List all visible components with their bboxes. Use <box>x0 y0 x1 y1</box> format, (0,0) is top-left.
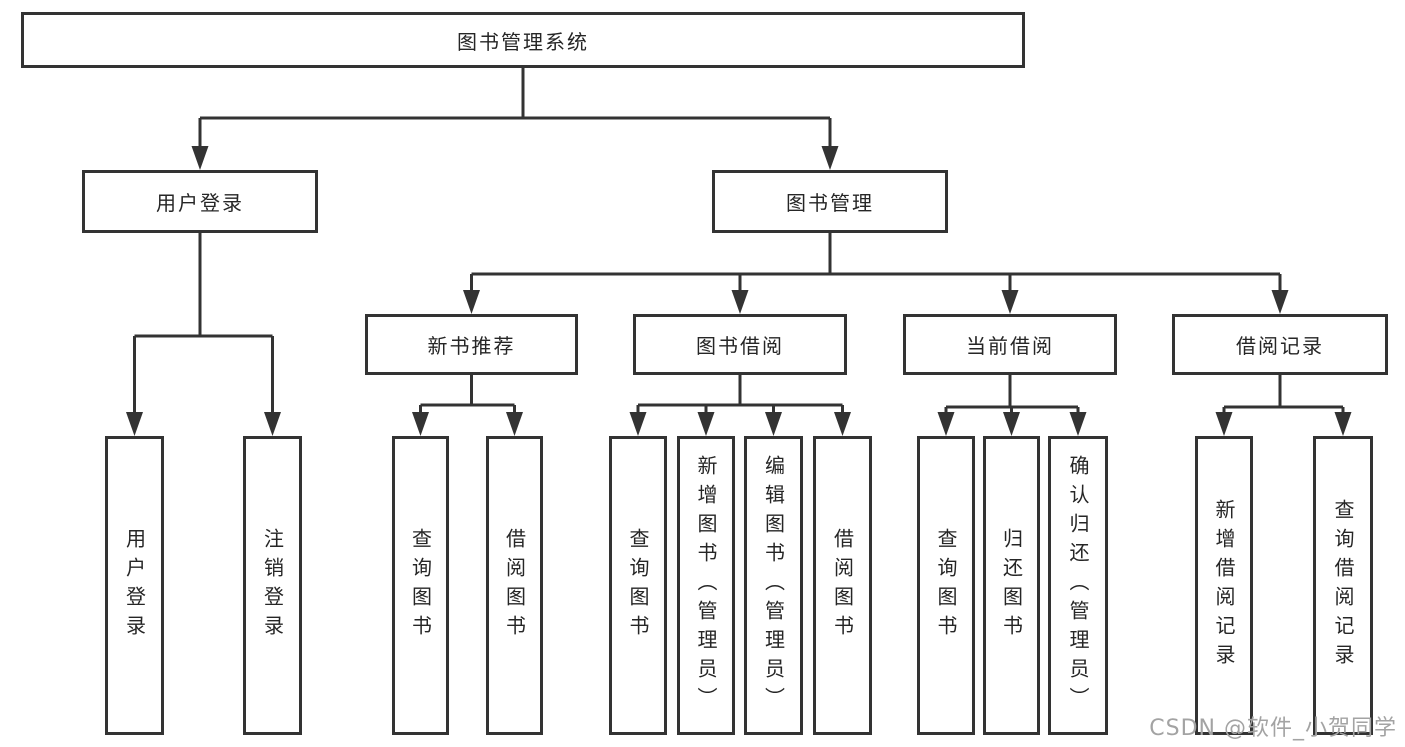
node-label: 查询图书 <box>408 527 433 644</box>
leaf-edit-book-admin: 编辑图书（管理员） <box>744 436 803 735</box>
leaf-query-borrow-record: 查询借阅记录 <box>1313 436 1373 735</box>
node-new-book-recommend: 新书推荐 <box>365 314 578 375</box>
leaf-add-book-admin: 新增图书（管理员） <box>677 436 735 735</box>
node-label: 编辑图书（管理员） <box>761 455 786 716</box>
leaf-return-books: 归还图书 <box>983 436 1040 735</box>
node-label: 查询图书 <box>626 527 650 644</box>
node-book-borrowing: 图书借阅 <box>633 314 847 375</box>
leaf-query-books-current: 查询图书 <box>917 436 975 735</box>
node-user-login: 用户登录 <box>82 170 318 233</box>
node-label: 借阅记录 <box>1236 334 1324 358</box>
leaf-add-borrow-record: 新增借阅记录 <box>1195 436 1253 735</box>
node-label: 新增图书（管理员） <box>694 455 718 716</box>
node-book-management: 图书管理 <box>712 170 948 233</box>
node-label: 图书管理系统 <box>457 29 589 54</box>
node-label: 用户登录 <box>156 191 244 215</box>
node-label: 确认归还（管理员） <box>1066 455 1090 716</box>
node-label: 用户登录 <box>122 527 147 644</box>
leaf-query-books-borrow: 查询图书 <box>609 436 667 735</box>
leaf-user-login: 用户登录 <box>105 436 164 735</box>
node-label: 借阅图书 <box>502 527 527 644</box>
node-label: 归还图书 <box>999 527 1024 644</box>
node-label: 借阅图书 <box>830 527 855 644</box>
node-library-management-system: 图书管理系统 <box>21 12 1025 68</box>
node-label: 注销登录 <box>260 527 285 644</box>
leaf-confirm-return-admin: 确认归还（管理员） <box>1048 436 1108 735</box>
node-borrow-records: 借阅记录 <box>1172 314 1388 375</box>
leaf-borrow-books-recommend: 借阅图书 <box>486 436 543 735</box>
node-label: 图书借阅 <box>696 334 784 358</box>
csdn-watermark: CSDN @软件_小贺同学 <box>1149 716 1397 741</box>
node-label: 图书管理 <box>786 191 874 215</box>
node-label: 新增借阅记录 <box>1212 498 1236 673</box>
leaf-query-books-recommend: 查询图书 <box>392 436 449 735</box>
node-label: 当前借阅 <box>966 334 1054 358</box>
node-current-borrowing: 当前借阅 <box>903 314 1117 375</box>
leaf-logout: 注销登录 <box>243 436 302 735</box>
node-label: 新书推荐 <box>427 334 516 358</box>
node-label: 查询借阅记录 <box>1331 498 1355 673</box>
leaf-borrow-books: 借阅图书 <box>813 436 872 735</box>
node-label: 查询图书 <box>934 527 958 644</box>
